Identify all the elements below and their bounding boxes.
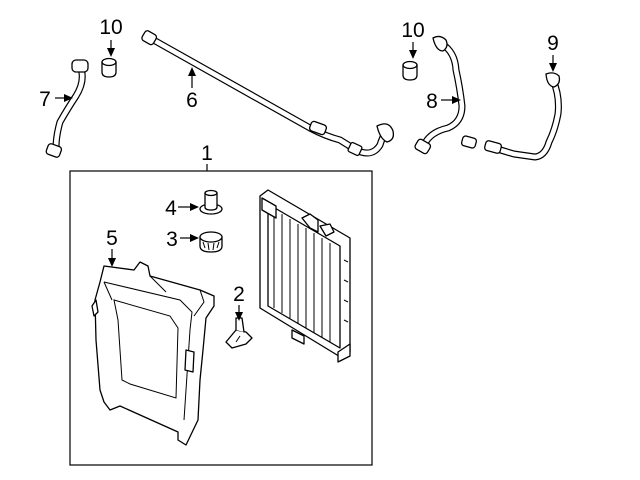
hose-9 [460,72,562,161]
gear-3 [199,231,223,253]
hose-8 [414,35,466,155]
arrow-6 [188,67,196,76]
arrow-10-left [107,48,115,57]
radiator [259,189,351,363]
hose-7 [45,59,89,158]
cap-10-left [101,57,117,78]
callout-7: 7 [39,88,51,111]
hose-6 [141,30,395,157]
callout-8: 8 [426,90,438,113]
shroud-5 [91,261,215,446]
callout-4: 4 [165,197,177,220]
callout-1: 1 [201,142,213,165]
callout-2: 2 [233,283,245,306]
arrow-5 [108,258,116,267]
plug-4 [199,189,223,215]
callout-10-left: 10 [99,16,122,39]
callout-5: 5 [106,227,118,250]
callout-10-right: 10 [401,19,424,42]
arrow-8 [452,96,461,104]
arrow-10-right [409,50,417,59]
callout-3: 3 [166,228,178,251]
assembly-frame [69,170,373,466]
callout-9: 9 [547,32,559,55]
arrow-7 [64,94,73,102]
bracket-2 [225,317,253,349]
arrow-4 [190,203,199,211]
cap-10-right [402,60,418,81]
arrow-9 [549,63,557,72]
arrow-3 [190,234,199,242]
arrow-2 [235,312,243,321]
callout-6: 6 [186,89,198,112]
